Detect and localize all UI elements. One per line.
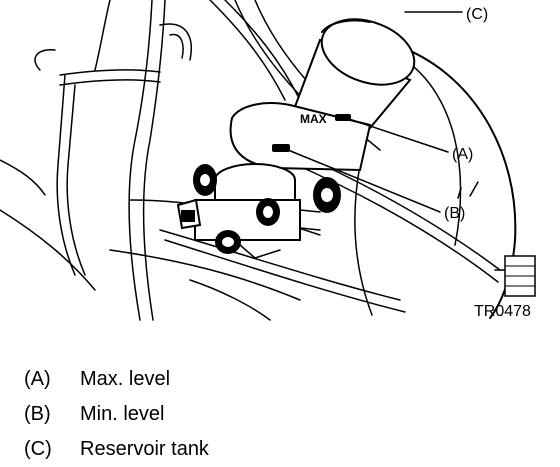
callout-c: (C) — [466, 6, 488, 23]
legend-label: Max. level — [80, 368, 171, 390]
callout-b: (B) — [444, 205, 465, 222]
callout-a: (A) — [452, 146, 473, 163]
reservoir-cap — [320, 18, 416, 86]
legend-label: Reservoir tank — [80, 438, 209, 460]
brake-booster — [354, 44, 517, 319]
brake-master-cylinder-diagram: MAX (A) (B) (C) TR0478 — [0, 0, 536, 321]
electrical-connector — [494, 255, 536, 297]
legend-key: (B) — [24, 403, 51, 425]
legend-key: (A) — [24, 368, 51, 390]
figure-id: TR0478 — [474, 303, 531, 320]
legend: (A) Max. level (B) Min. level (C) Reserv… — [24, 362, 544, 467]
legend-item-a: (A) Max. level — [24, 362, 544, 397]
reservoir-tank: MAX — [229, 18, 416, 172]
legend-key: (C) — [24, 438, 52, 460]
legend-item-c: (C) Reservoir tank — [24, 432, 544, 467]
legend-label: Min. level — [80, 403, 165, 425]
master-cylinder — [176, 163, 341, 259]
leader-lines — [287, 11, 463, 213]
max-level-marking: MAX — [300, 112, 327, 126]
legend-item-b: (B) Min. level — [24, 397, 544, 432]
